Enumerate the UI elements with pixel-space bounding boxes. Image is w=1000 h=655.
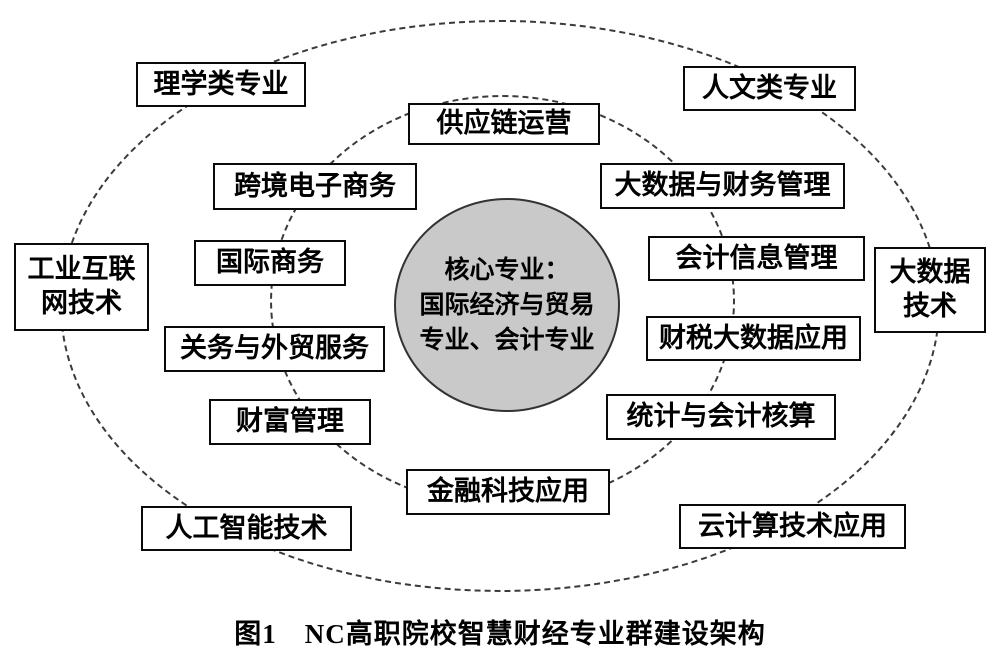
inner-node-fiscal-tax-big-data-application: 财税大数据应用	[646, 316, 861, 361]
outer-node-ai-technology: 人工智能技术	[141, 506, 352, 551]
outer-node-humanities-majors: 人文类专业	[683, 66, 856, 111]
core-line-2: 国际经济与贸易	[419, 291, 595, 319]
figure-caption: 图1 NC高职院校智慧财经专业群建设架构	[234, 619, 766, 649]
core-majors-circle: 核心专业： 国际经济与贸易 专业、会计专业	[394, 198, 620, 412]
inner-node-big-data-financial-management: 大数据与财务管理	[600, 163, 845, 209]
inner-node-accounting-information-management: 会计信息管理	[648, 236, 865, 281]
inner-node-customs-foreign-trade-services: 关务与外贸服务	[164, 326, 385, 372]
inner-node-statistics-accounting: 统计与会计核算	[606, 394, 836, 440]
core-line-3: 专业、会计专业	[419, 326, 595, 354]
inner-node-wealth-management: 财富管理	[209, 399, 371, 445]
core-line-1: 核心专业：	[444, 256, 570, 284]
outer-node-industrial-internet-technology: 工业互联网技术	[14, 243, 149, 331]
outer-node-cloud-computing-application: 云计算技术应用	[679, 504, 906, 549]
inner-node-supply-chain-operations: 供应链运营	[408, 103, 600, 145]
inner-node-cross-border-ecommerce: 跨境电子商务	[213, 163, 417, 210]
inner-node-international-business: 国际商务	[194, 240, 346, 286]
outer-node-science-majors: 理学类专业	[136, 62, 306, 107]
outer-node-big-data-technology: 大数据技术	[874, 247, 986, 333]
inner-node-fintech-application: 金融科技应用	[406, 469, 610, 515]
